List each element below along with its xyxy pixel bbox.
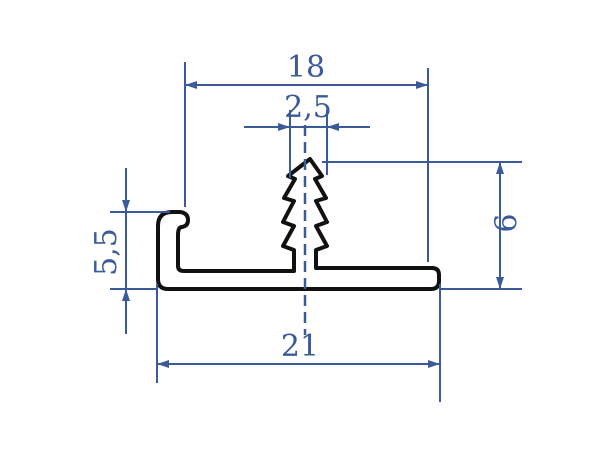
dimension-fin-width: 2,5 bbox=[244, 90, 370, 178]
dimension-label-top-width: 18 bbox=[287, 50, 325, 85]
dimension-label-right-height: 9 bbox=[486, 213, 521, 232]
dimension-bottom-width: 21 bbox=[156, 284, 441, 402]
dimension-top-width: 18 bbox=[184, 50, 429, 262]
dimension-label-bottom-width: 21 bbox=[281, 329, 319, 364]
dimension-label-fin-width: 2,5 bbox=[284, 90, 332, 125]
dimension-right-height: 9 bbox=[322, 161, 522, 290]
t-profile-shape bbox=[156, 157, 441, 291]
dimension-left-height: 5,5 bbox=[89, 168, 170, 334]
dimension-label-left-height: 5,5 bbox=[89, 228, 124, 276]
profile-outline bbox=[156, 157, 441, 291]
